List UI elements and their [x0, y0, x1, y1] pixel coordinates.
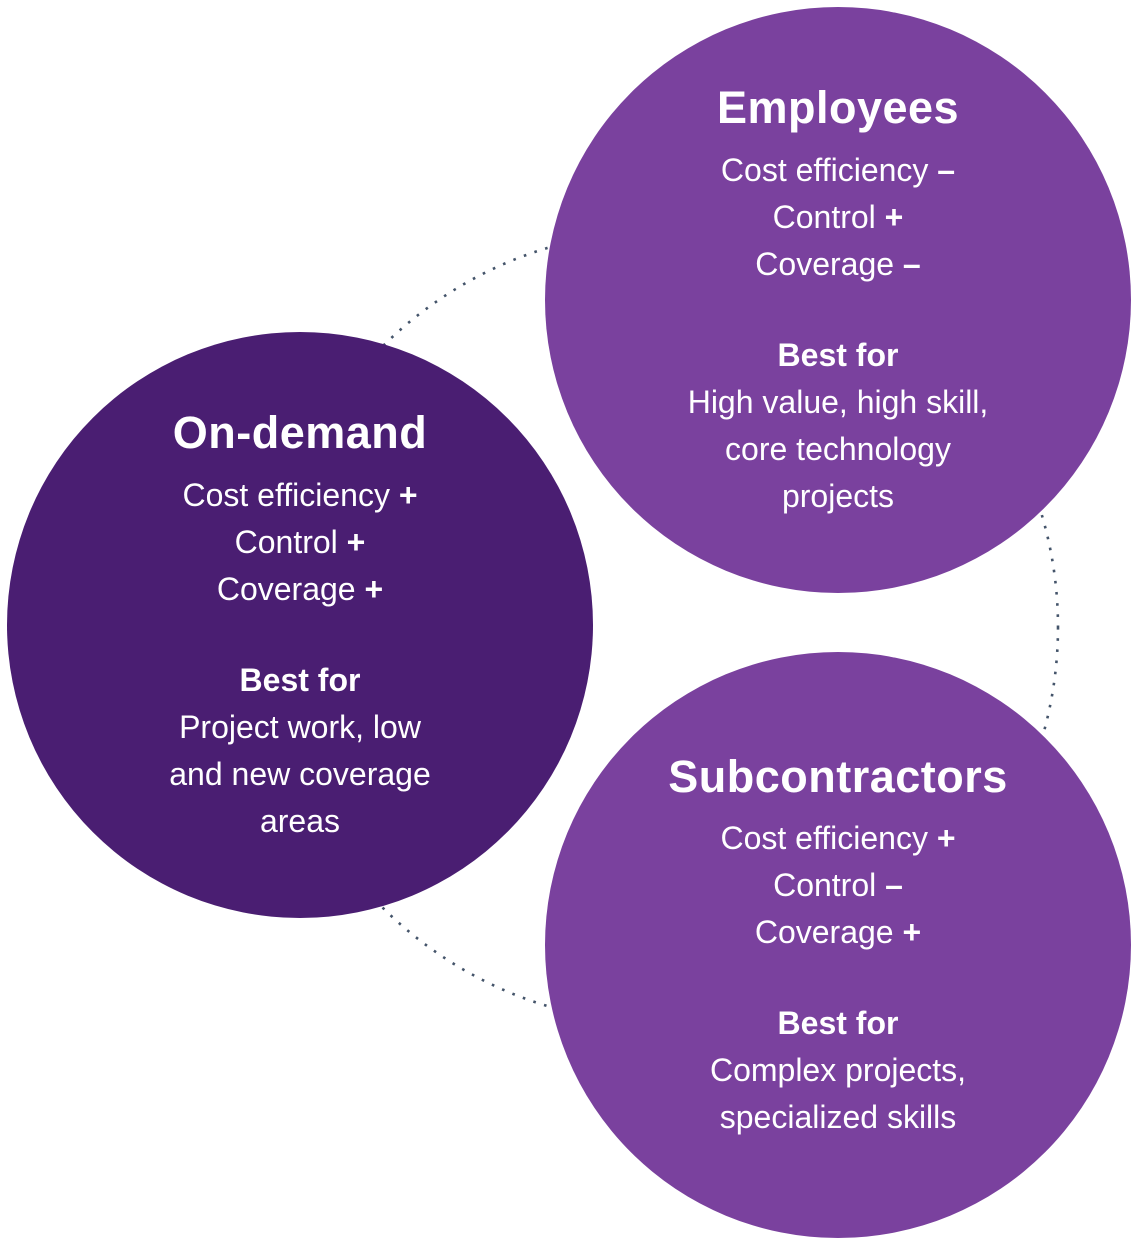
attribute-line: Cost efficiency –: [721, 147, 955, 194]
attribute-line: Coverage –: [755, 241, 920, 288]
subcontractors-circle: Subcontractors Cost efficiency + Control…: [545, 652, 1131, 1238]
attribute-label: Coverage: [754, 914, 894, 951]
attribute-label: Coverage: [755, 245, 895, 282]
attribute-label: Cost efficiency: [720, 151, 929, 188]
circle-title-employees: Employees: [716, 82, 960, 134]
best-for-line: core technology: [725, 430, 951, 467]
attribute-label: Control: [772, 198, 876, 235]
attribute-line: Control +: [773, 194, 904, 241]
attribute-sign: +: [398, 476, 418, 513]
attribute-line: Cost efficiency +: [720, 815, 955, 862]
attribute-label: Control: [773, 867, 877, 904]
on-demand-circle: On-demand Cost efficiency + Control + Co…: [7, 332, 593, 918]
attribute-sign: –: [937, 151, 956, 188]
attribute-sign: –: [902, 245, 921, 282]
attribute-line: Coverage +: [755, 909, 921, 956]
best-for-line: and new coverage: [169, 755, 431, 792]
best-for-heading: Best for: [777, 336, 899, 373]
attribute-sign: +: [936, 820, 956, 857]
attribute-label: Cost efficiency: [182, 476, 390, 513]
best-for-line: High value, high skill,: [687, 383, 989, 420]
best-for-line: Complex projects,: [709, 1052, 967, 1089]
attribute-line: Control –: [773, 862, 903, 909]
best-for-line: specialized skills: [719, 1099, 957, 1136]
attribute-sign: +: [364, 570, 384, 607]
circle-title-on-demand: On-demand: [172, 407, 428, 459]
employees-circle: Employees Cost efficiency – Control + Co…: [545, 7, 1131, 593]
best-for-heading: Best for: [239, 661, 361, 698]
attribute-line: Control +: [235, 519, 366, 566]
best-for-line: Project work, low: [179, 708, 421, 745]
attribute-label: Cost efficiency: [720, 820, 928, 857]
attribute-sign: +: [346, 523, 366, 560]
attribute-sign: +: [884, 198, 904, 235]
circle-title-subcontractors: Subcontractors: [668, 750, 1008, 802]
attribute-label: Coverage: [216, 570, 356, 607]
attribute-line: Cost efficiency +: [182, 472, 417, 519]
attribute-sign: +: [902, 914, 922, 951]
best-for-line: areas: [259, 802, 341, 839]
attribute-sign: –: [885, 867, 903, 904]
best-for-heading: Best for: [777, 1005, 899, 1042]
attribute-line: Coverage +: [217, 566, 383, 613]
best-for-line: projects: [781, 477, 895, 514]
attribute-label: Control: [234, 523, 338, 560]
